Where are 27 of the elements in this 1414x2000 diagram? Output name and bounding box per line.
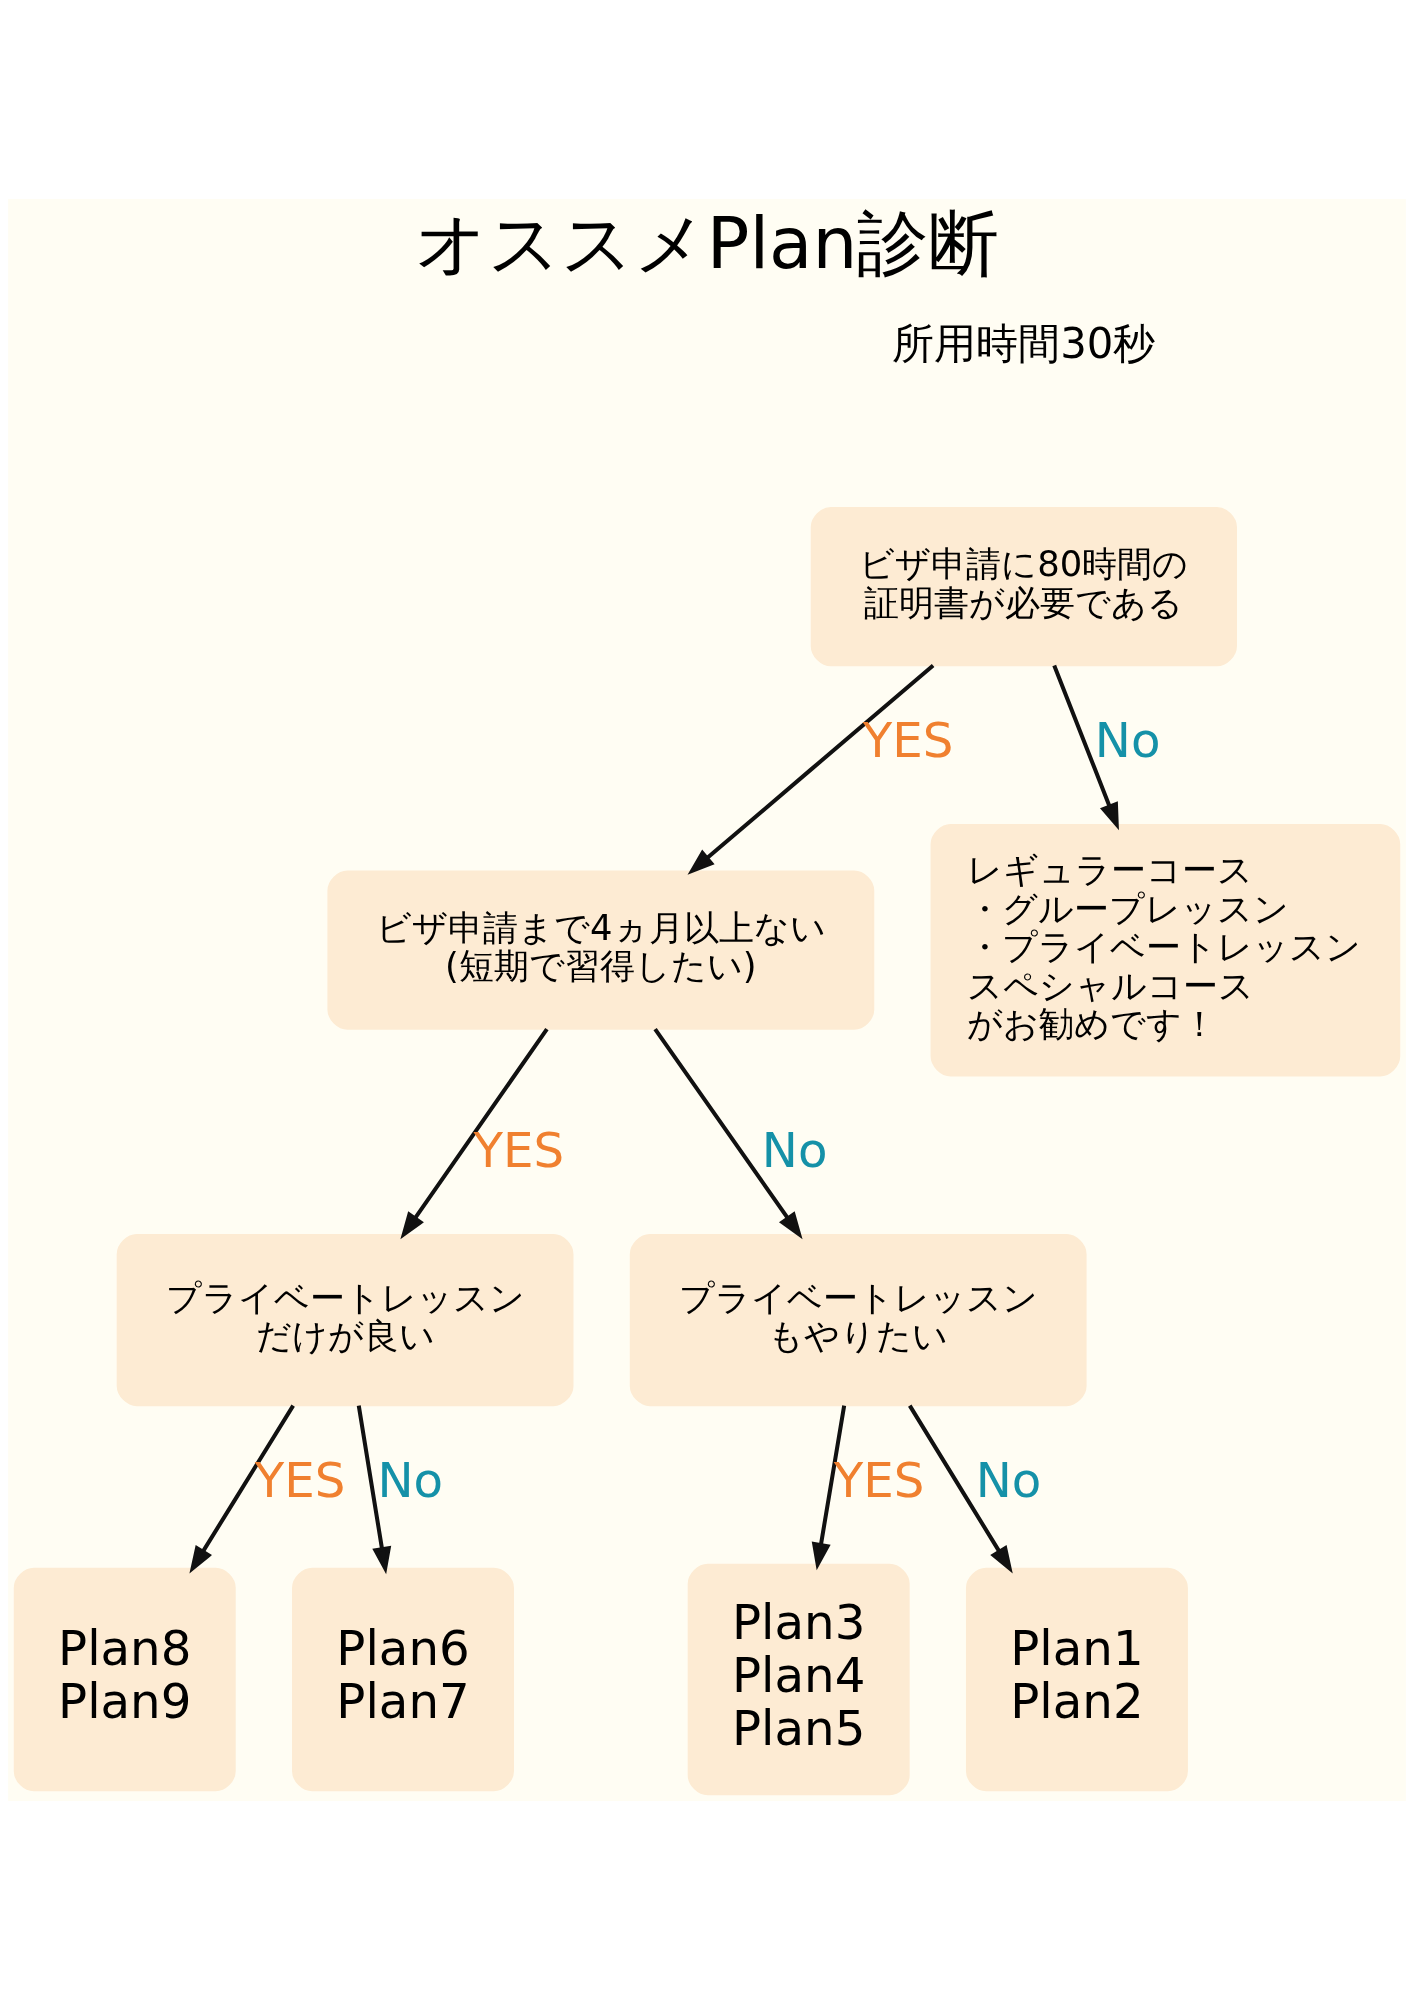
- node-box: ビザ申請まで4ヵ月以上ない(短期で習得したい): [327, 870, 875, 1030]
- node-box: Plan3 Plan4 Plan5: [687, 1563, 910, 1796]
- edge-label: No: [1094, 712, 1161, 769]
- diagram-title: オススメPlan診断: [414, 202, 1000, 286]
- node-box: レギュラーコース ・グループレッスン ・プライベートレッスン スペシャルコース がお勧めです！: [930, 823, 1401, 1077]
- edge-label: No: [377, 1452, 444, 1509]
- arrow: [356, 1405, 392, 1575]
- arrow: [189, 1404, 295, 1574]
- edge-label: YES: [473, 1122, 565, 1179]
- edge-label: YES: [862, 712, 954, 769]
- edge-label: YES: [833, 1452, 925, 1509]
- arrow: [811, 1405, 847, 1571]
- node-box: Plan1 Plan2: [965, 1567, 1188, 1792]
- label: 所用時間30秒: [892, 318, 1156, 368]
- arrow: [1052, 664, 1119, 831]
- node-box: Plan8 Plan9: [13, 1567, 236, 1792]
- edge-label: No: [761, 1122, 828, 1179]
- arrow: [400, 1027, 549, 1240]
- edge-label: No: [975, 1452, 1042, 1509]
- node-box: プライベートレッスンだけが良い: [116, 1234, 574, 1407]
- edge-label: YES: [254, 1452, 346, 1509]
- arrow: [653, 1027, 803, 1240]
- arrow: [908, 1404, 1013, 1574]
- node-box: ビザ申請に80時間の証明書が必要である: [810, 507, 1237, 667]
- node-box: プライベートレッスンもやりたい: [629, 1234, 1087, 1407]
- node-box: Plan6 Plan7: [292, 1567, 514, 1792]
- arrow: [687, 664, 935, 875]
